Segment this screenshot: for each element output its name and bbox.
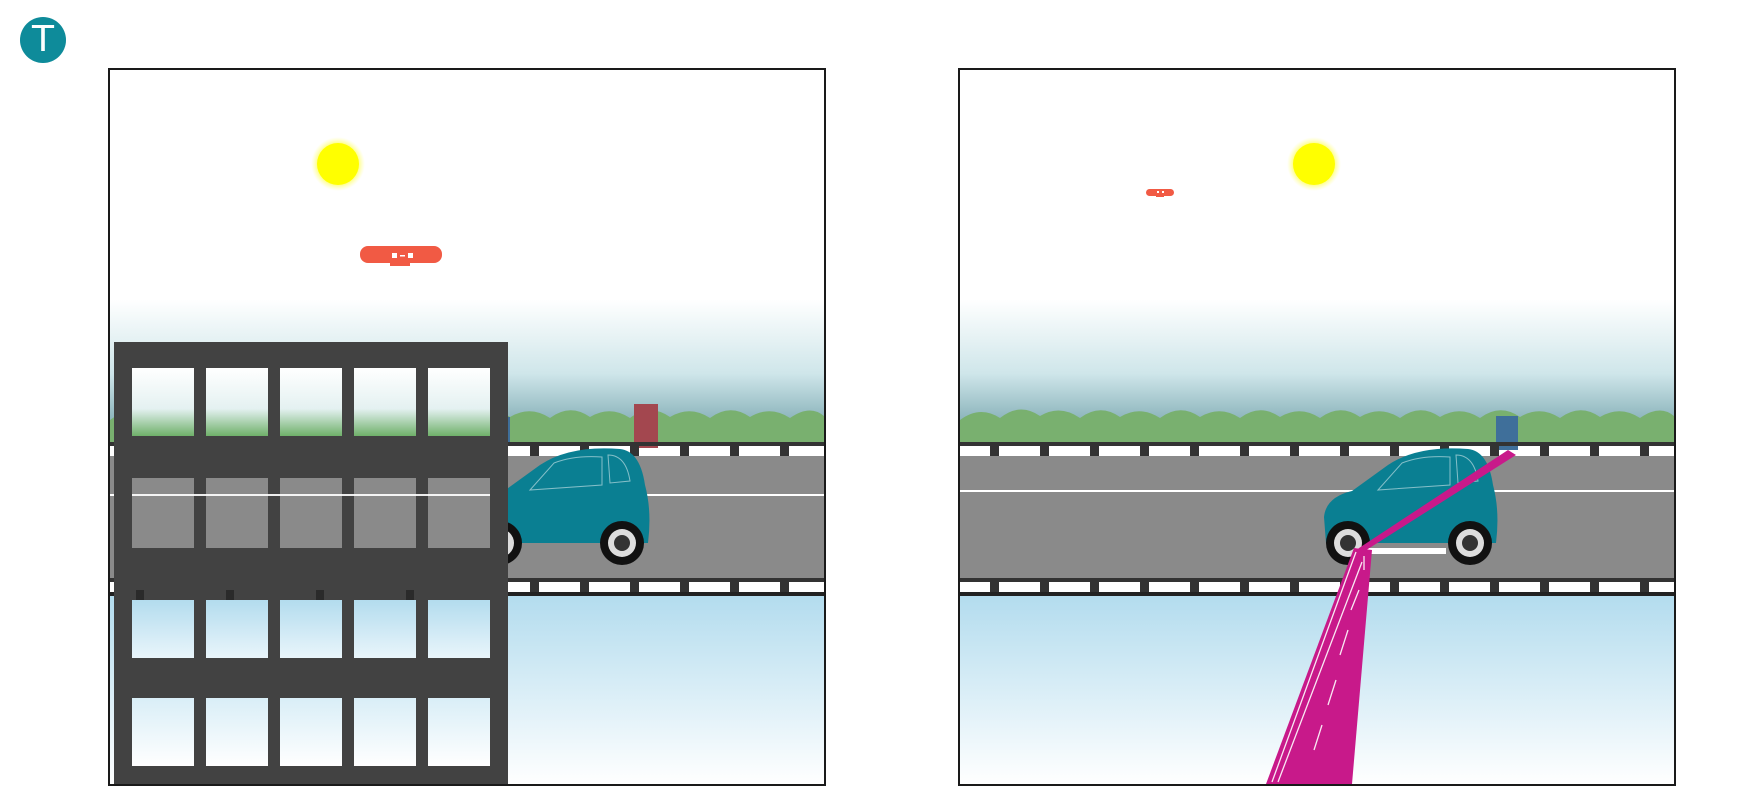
building-window xyxy=(132,478,194,548)
building-window xyxy=(354,478,416,548)
road-marker xyxy=(1356,548,1446,554)
ufo-icon xyxy=(1146,189,1174,197)
guardrail-bottom xyxy=(960,578,1674,596)
distant-sign-blue xyxy=(1496,416,1518,450)
building-window xyxy=(132,698,194,766)
building-window xyxy=(132,600,194,658)
hedge xyxy=(960,409,1674,442)
building-window xyxy=(206,600,268,658)
building-window xyxy=(206,698,268,766)
building-window xyxy=(206,478,268,548)
scene-panel-right xyxy=(958,68,1676,786)
building-window xyxy=(280,698,342,766)
scene-panel-left xyxy=(108,68,826,786)
building-window xyxy=(280,600,342,658)
sun-icon xyxy=(1287,137,1341,191)
car-icon xyxy=(476,448,650,565)
guardrail-top xyxy=(960,442,1674,456)
lane-line xyxy=(960,490,1674,492)
building-window xyxy=(280,478,342,548)
building-window xyxy=(132,368,194,436)
building-window xyxy=(428,600,490,658)
ufo-icon xyxy=(360,246,442,266)
building-window xyxy=(428,698,490,766)
logo-badge: T xyxy=(20,17,66,63)
building-window xyxy=(428,368,490,436)
distant-sign-red xyxy=(634,404,658,448)
building-window xyxy=(354,698,416,766)
scene-left-svg xyxy=(110,70,824,784)
logo-letter: T xyxy=(32,19,54,60)
sun-icon xyxy=(311,137,365,191)
building-window xyxy=(428,478,490,548)
building-window xyxy=(354,600,416,658)
sky xyxy=(960,70,1674,440)
scene-right-svg xyxy=(960,70,1674,784)
building-window xyxy=(280,368,342,436)
road xyxy=(960,456,1674,578)
building-window xyxy=(206,368,268,436)
building xyxy=(114,342,508,784)
building-window xyxy=(354,368,416,436)
tractor-beam xyxy=(1266,450,1516,784)
